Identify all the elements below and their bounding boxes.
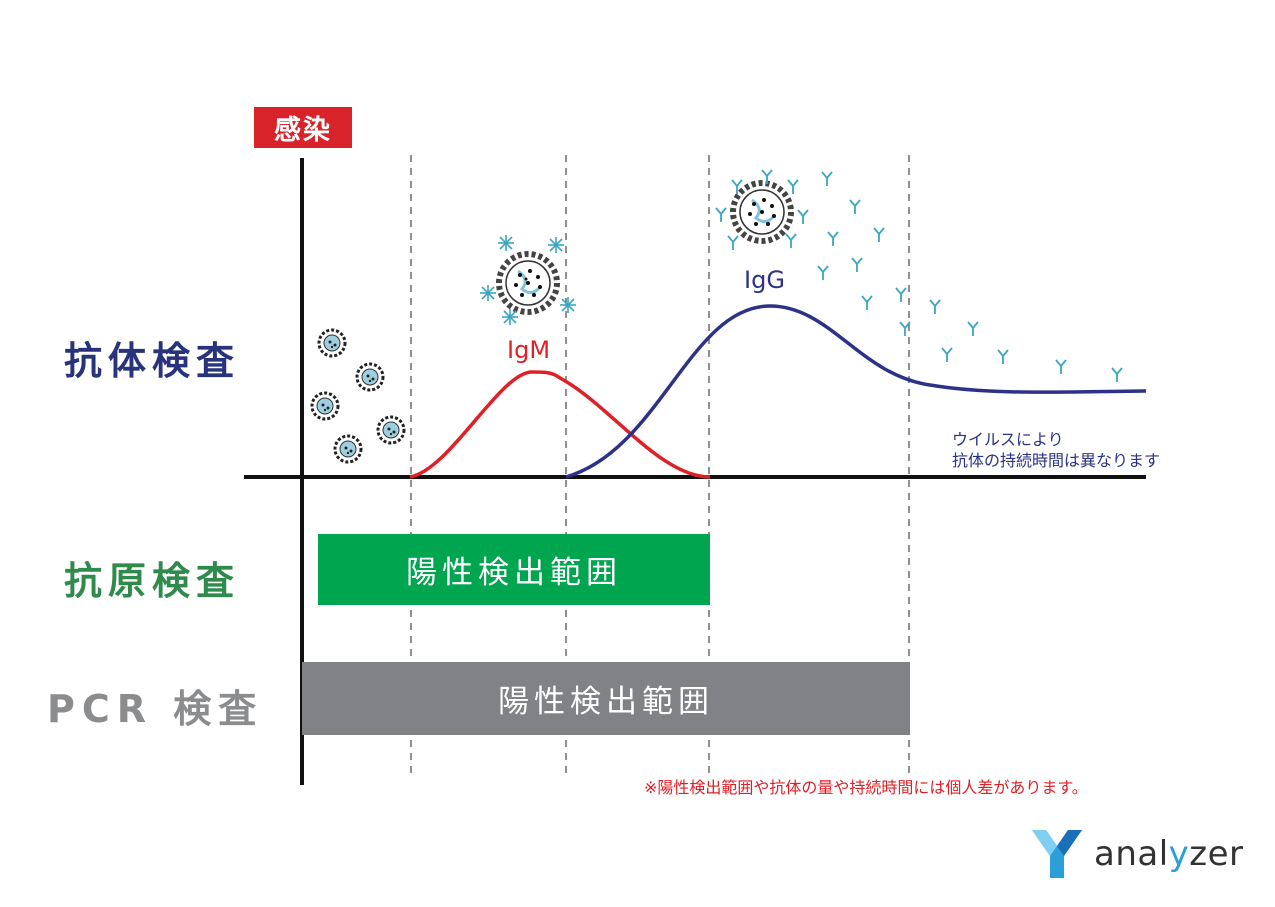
igm-curve [409,370,711,479]
antibody-test-label: 抗体検査 [64,339,241,383]
antibody-icon [817,265,829,280]
antibody-icon [873,227,885,242]
virus-duration-note: ウイルスにより 抗体の持続時間は異なります [952,429,1160,471]
individual-difference-note: ※陽性検出範囲や抗体の量や持続時間には個人差があります。 [644,778,1088,797]
antibody-icon [967,321,979,336]
free-antibodies [817,171,1123,382]
antigen-test-label: 抗原検査 [64,559,241,603]
igm-virus-cluster-icon [480,235,576,325]
antibody-icon [899,321,911,336]
analyzer-logo-icon [1032,830,1082,878]
virus-icon [333,434,363,464]
antibody-icon [997,349,1009,364]
infection-badge: 感染 [254,107,352,148]
virus-icon [355,362,385,392]
antibody-icon [851,257,863,272]
antibody-icon [861,295,873,310]
virus-icon [317,328,347,358]
analyzer-logo: analyzer [1028,826,1244,882]
igg-label: IgG [744,266,785,294]
pcr-positive-range-bar: 陽性検出範囲 [302,662,910,735]
antibody-icon [941,347,953,362]
virus-icon [310,391,340,421]
analyzer-logo-text: analyzer [1094,834,1244,874]
antibody-icon [1055,359,1067,374]
igg-curve [565,304,1147,479]
virus-note-line-2: 抗体の持続時間は異なります [952,451,1161,470]
virus-icon [376,415,406,445]
antibody-icon [1111,367,1123,382]
antibody-icon [821,171,833,186]
antibody-icon [929,299,941,314]
antibody-icon [849,199,861,214]
antibody-icon [827,231,839,246]
antigen-positive-range-label: 陽性検出範囲 [406,555,622,591]
virus-note-line-1: ウイルスにより [952,430,1064,449]
pcr-test-label: PCR 検査 [47,687,264,731]
antigen-positive-range-bar: 陽性検出範囲 [318,534,710,605]
antibody-icon [895,287,907,302]
igm-label: IgM [507,336,551,364]
virus-particles-early [310,328,406,464]
igm-antibody-icons [480,235,576,325]
pcr-positive-range-label: 陽性検出範囲 [498,684,714,720]
igg-virus-cluster-icon [715,169,809,250]
